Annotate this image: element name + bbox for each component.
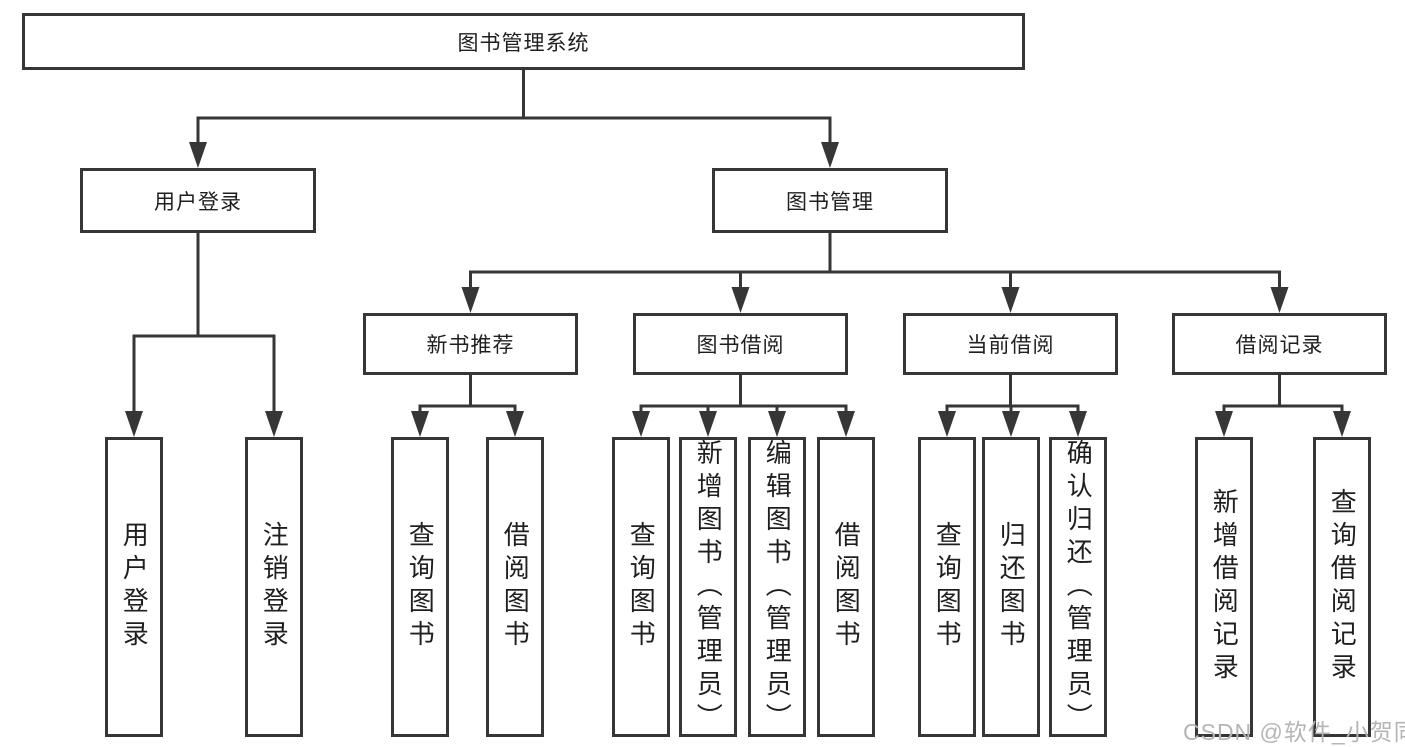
arrow-down-icon: [1001, 287, 1020, 313]
csdn-watermark: CSDN @软件_小贺同学: [1183, 719, 1405, 745]
arrow-down-icon: [461, 287, 480, 313]
arrow-down-icon: [125, 411, 143, 437]
arrow-down-icon: [1215, 411, 1233, 437]
leaf-confirm-return-admin: 确认归还（管理员）: [1049, 437, 1107, 737]
arrow-down-icon: [411, 411, 429, 437]
node-label: 借阅记录: [1235, 334, 1324, 357]
node-borrow-record: 借阅记录: [1172, 313, 1387, 375]
node-root-system: 图书管理系统: [22, 13, 1025, 70]
node-label: 图书管理: [786, 190, 874, 214]
leaf-label: 新增图书（管理员）: [693, 438, 724, 736]
leaf-label: 查询图书: [405, 521, 436, 653]
arrow-down-icon: [821, 142, 839, 168]
arrow-down-icon: [1270, 287, 1289, 313]
leaf-label: 查询图书: [626, 521, 657, 653]
node-user-login: 用户登录: [80, 168, 316, 233]
node-label: 当前借阅: [966, 334, 1055, 357]
arrow-down-icon: [265, 411, 283, 437]
arrow-down-icon: [768, 411, 786, 437]
arrow-down-icon: [837, 411, 855, 437]
leaf-query-book-recommend: 查询图书: [391, 437, 449, 737]
leaf-borrow-book-borrow: 借阅图书: [817, 437, 875, 737]
leaf-label: 查询图书: [932, 521, 963, 653]
arrowhead-icons: [125, 142, 1351, 437]
arrow-down-icon: [632, 411, 650, 437]
leaf-edit-book-admin: 编辑图书（管理员）: [748, 437, 806, 737]
leaf-label: 新增借阅记录: [1209, 488, 1240, 686]
arrow-down-icon: [1069, 411, 1087, 437]
leaf-logout-login: 注销登录: [245, 437, 303, 737]
leaf-label: 归还图书: [996, 521, 1027, 653]
node-current-borrow: 当前借阅: [903, 313, 1118, 375]
leaf-add-book-admin: 新增图书（管理员）: [679, 437, 737, 737]
node-label: 图书借阅: [696, 334, 785, 357]
arrow-down-icon: [731, 287, 750, 313]
node-label: 用户登录: [154, 190, 242, 214]
arrow-down-icon: [938, 411, 956, 437]
leaf-label: 确认归还（管理员）: [1063, 438, 1094, 736]
arrow-down-icon: [1333, 411, 1351, 437]
leaf-label: 用户登录: [119, 521, 150, 653]
connector-path: [132, 68, 1344, 417]
node-book-management: 图书管理: [712, 168, 948, 233]
arrow-down-icon: [1002, 411, 1020, 437]
leaf-label: 借阅图书: [831, 521, 862, 653]
node-new-book-recommend: 新书推荐: [363, 313, 578, 375]
leaf-return-book: 归还图书: [982, 437, 1040, 737]
arrow-down-icon: [506, 411, 524, 437]
leaf-query-borrow-record: 查询借阅记录: [1313, 437, 1371, 737]
leaf-add-borrow-record: 新增借阅记录: [1195, 437, 1253, 737]
node-label: 新书推荐: [426, 334, 515, 357]
arrow-down-icon: [699, 411, 717, 437]
arrow-down-icon: [189, 142, 207, 168]
leaf-label: 注销登录: [259, 521, 290, 653]
leaf-query-book-borrow: 查询图书: [612, 437, 670, 737]
leaf-label: 编辑图书（管理员）: [762, 438, 793, 736]
leaf-borrow-book-recommend: 借阅图书: [486, 437, 544, 737]
node-label: 图书管理系统: [457, 31, 590, 55]
leaf-label: 查询借阅记录: [1327, 488, 1358, 686]
node-book-borrow: 图书借阅: [633, 313, 848, 375]
leaf-user-login: 用户登录: [105, 437, 163, 737]
leaf-label: 借阅图书: [500, 521, 531, 653]
leaf-query-book-current: 查询图书: [918, 437, 976, 737]
